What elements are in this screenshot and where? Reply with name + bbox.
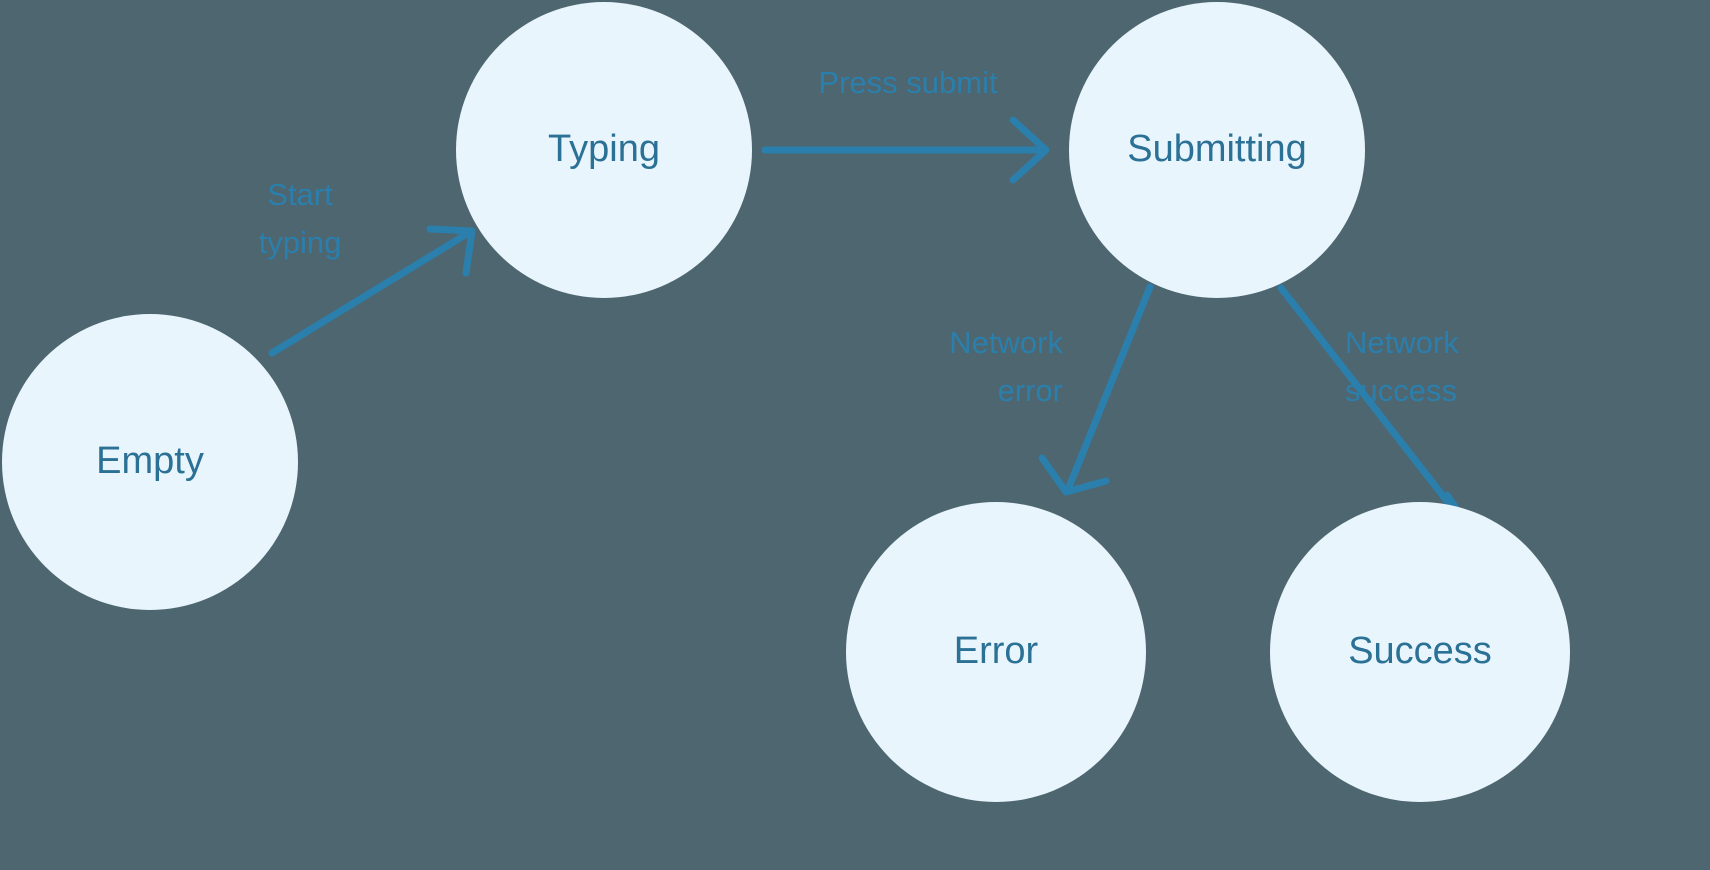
state-node-typing-label: Typing (548, 128, 660, 170)
edge-label-network-success: Network success (1345, 325, 1459, 408)
edge-submitting-to-error-arrowhead-icon (1038, 454, 1110, 496)
state-node-error[interactable]: Error (846, 502, 1146, 802)
edge-empty-to-typing (268, 225, 476, 357)
state-node-typing[interactable]: Typing (456, 2, 752, 298)
state-node-submitting-label: Submitting (1127, 128, 1307, 170)
edge-submitting-to-success-line (1277, 284, 1479, 541)
edge-typing-to-submitting (761, 116, 1050, 184)
edge-label-network-success-line-1: Network (1345, 325, 1459, 360)
state-node-typing-circle[interactable] (456, 2, 752, 298)
state-node-success-circle[interactable] (1270, 502, 1570, 802)
state-node-submitting-circle[interactable] (1069, 2, 1365, 298)
edge-label-start-typing-line-1: Start (267, 177, 333, 212)
edge-label-start-typing-line-2: typing (259, 225, 342, 260)
edge-submitting-to-error (1038, 283, 1154, 496)
edge-label-network-success-line-2: success (1345, 373, 1457, 408)
edge-typing-to-submitting-arrowhead-icon (1009, 116, 1050, 184)
state-node-success[interactable]: Success (1270, 502, 1570, 802)
edge-label-network-error-line-1: Network (949, 325, 1063, 360)
edge-label-press-submit-line-1: Press submit (818, 65, 998, 100)
state-node-submitting[interactable]: Submitting (1069, 2, 1365, 298)
state-node-empty-label: Empty (96, 440, 204, 482)
edge-label-press-submit: Press submit (818, 65, 998, 100)
edge-label-network-error: Network error (949, 325, 1063, 408)
edge-empty-to-typing-arrowhead-icon (426, 225, 476, 277)
edge-empty-to-typing-line (268, 228, 474, 357)
state-node-success-label: Success (1348, 630, 1492, 672)
state-node-error-label: Error (954, 630, 1039, 672)
edge-label-start-typing: Start typing (259, 177, 342, 260)
edge-label-network-error-line-2: error (998, 373, 1063, 408)
edge-submitting-to-error-line (1065, 283, 1154, 491)
state-node-empty[interactable]: Empty (2, 314, 298, 610)
state-node-empty-circle[interactable] (2, 314, 298, 610)
state-node-error-circle[interactable] (846, 502, 1146, 802)
